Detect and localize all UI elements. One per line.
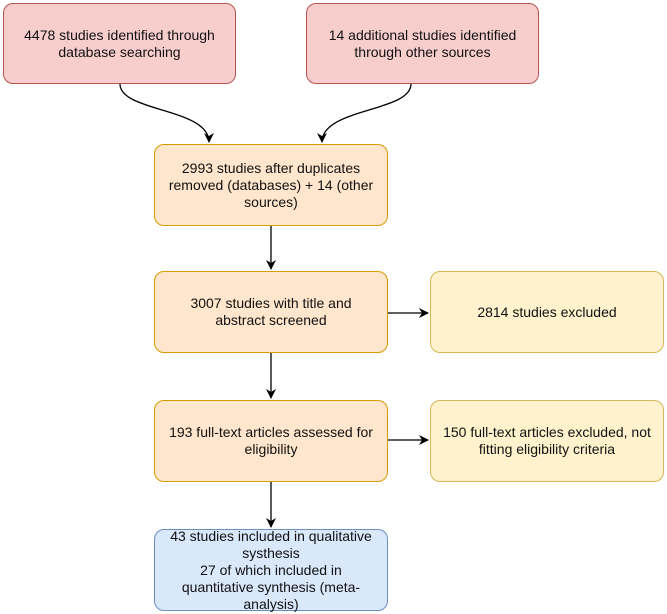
box-database-search: 4478 studies identified through database… [3,3,236,84]
box-fulltext-assessed-text: 193 full-text articles assessed for elig… [169,424,373,457]
box-fulltext-assessed: 193 full-text articles assessed for elig… [154,400,388,482]
box-screened-text: 3007 studies with title and abstract scr… [190,295,352,328]
box-other-sources-text: 14 additional studies identified through… [328,26,517,60]
arrow-db-to-duplicates [119,83,214,143]
box-excluded: 2814 studies excluded [430,271,664,353]
box-fulltext-excluded: 150 full-text articles excluded, not fit… [430,400,664,482]
box-excluded-text: 2814 studies excluded [477,303,617,320]
box-included: 43 studies included in qualitative systh… [154,527,388,612]
box-database-search-text: 4478 studies identified through database… [24,26,215,60]
box-after-duplicates-text: 2993 studies after duplicates removed (d… [168,159,374,210]
box-screened: 3007 studies with title and abstract scr… [154,271,388,353]
box-other-sources: 14 additional studies identified through… [306,3,539,84]
box-included-text: 43 studies included in qualitative systh… [170,527,372,612]
arrow-other-to-duplicates [317,83,412,143]
box-fulltext-excluded-text: 150 full-text articles excluded, not fit… [443,424,651,457]
box-after-duplicates: 2993 studies after duplicates removed (d… [154,144,388,226]
